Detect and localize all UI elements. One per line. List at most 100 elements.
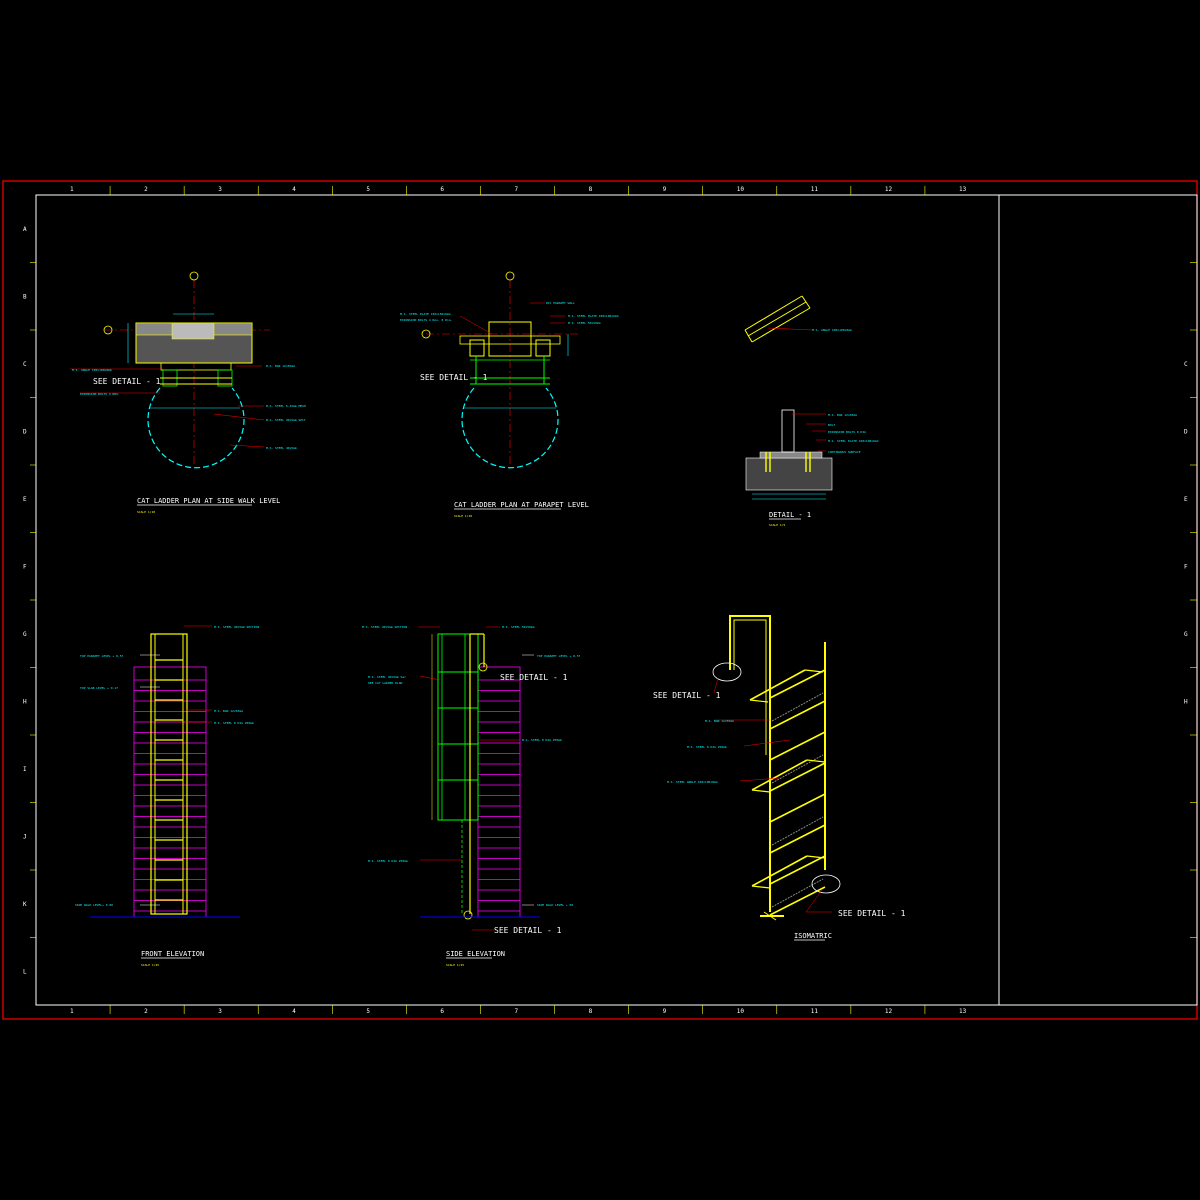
svg-text:M.S. STEEL 50x50mm: M.S. STEEL 50x50mm bbox=[568, 321, 601, 325]
svg-text:EXPANSION BOLTS 4 Nos. 8 Dia.: EXPANSION BOLTS 4 Nos. 8 Dia. bbox=[400, 318, 453, 322]
svg-text:M.S. ANGLE 100x100x8mm: M.S. ANGLE 100x100x8mm bbox=[812, 328, 852, 332]
grid-col-label: 10 bbox=[737, 1008, 745, 1015]
plan-parapet-view: M.S. STEEL PLATE 150x150x6mm EXPANSION B… bbox=[400, 271, 619, 518]
side-elevation-view: M.S. STEEL 40x5mm SECTION M.S. STEEL 50x… bbox=[362, 625, 581, 967]
svg-text:M.S. STEEL 50x50mm: M.S. STEEL 50x50mm bbox=[502, 625, 535, 629]
svg-text:M.S. STEEL ANGLE 100x100x8mm: M.S. STEEL ANGLE 100x100x8mm bbox=[667, 780, 718, 784]
grid-col-label: 2 bbox=[144, 1008, 148, 1015]
svg-text:M.S. BAR 12x50mm: M.S. BAR 12x50mm bbox=[266, 364, 295, 368]
grid-col-label: 5 bbox=[366, 1008, 370, 1015]
front-scale: SCALE 1/25 bbox=[141, 963, 159, 967]
front-top-slab-label: TOP SLAB LEVEL + 0.17 bbox=[80, 686, 118, 690]
grid-row-label: E bbox=[1184, 496, 1188, 503]
isometric-view: M.S. BAR 12x50mm M.S. STEEL 8 DIA 250mm … bbox=[653, 615, 906, 941]
svg-text:M.S. BAR 12x50mm: M.S. BAR 12x50mm bbox=[705, 719, 734, 723]
svg-text:M.S. STEEL 40x5mm SECTION: M.S. STEEL 40x5mm SECTION bbox=[362, 625, 407, 629]
grid-col-label: 3 bbox=[218, 186, 222, 193]
grid-row-label: H bbox=[23, 698, 27, 705]
grid-col-label: 13 bbox=[959, 186, 967, 193]
grid-col-label: 3 bbox=[218, 1008, 222, 1015]
grid-row-label: F bbox=[1184, 563, 1188, 570]
grid-col-label: 5 bbox=[366, 186, 370, 193]
grid-col-label: 1 bbox=[70, 186, 74, 193]
svg-text:M.S. STEEL 8 DIA 250mm: M.S. STEEL 8 DIA 250mm bbox=[214, 721, 254, 725]
svg-text:M.S. STEEL 40x5mm SECTION: M.S. STEEL 40x5mm SECTION bbox=[214, 625, 259, 629]
detail-1-scale: SCALE 1/5 bbox=[769, 523, 785, 527]
side-title: SIDE ELEVATION bbox=[446, 950, 505, 958]
grid-col-label: 9 bbox=[663, 1008, 667, 1015]
grid-row-label: A bbox=[23, 226, 27, 233]
grid-row-label: E bbox=[23, 496, 27, 503]
grid-col-label: 4 bbox=[292, 1008, 296, 1015]
svg-text:M.S. STEEL 8 DIA 250mm: M.S. STEEL 8 DIA 250mm bbox=[522, 738, 562, 742]
grid-col-label: 13 bbox=[959, 1008, 967, 1015]
grid-col-label: 8 bbox=[589, 1008, 593, 1015]
svg-text:M.S. STEEL PLATE 150x150x6mm: M.S. STEEL PLATE 150x150x6mm bbox=[400, 312, 451, 316]
grid-row-label: H bbox=[1184, 698, 1188, 705]
detail-1-view: M.S. BAR 12x50mm BOLT EXPANSION BOLTS 8 … bbox=[745, 409, 879, 527]
grid-col-label: 9 bbox=[663, 186, 667, 193]
grid-col-label: 6 bbox=[440, 186, 444, 193]
plan-parapet-title: CAT LADDER PLAN AT PARAPET LEVEL bbox=[454, 501, 589, 509]
grid-col-label: 1 bbox=[70, 1008, 74, 1015]
svg-text:M.S. STEEL 40x5mm: M.S. STEEL 40x5mm bbox=[266, 446, 297, 450]
grid-row-label: L bbox=[23, 968, 27, 975]
iso-see-detail-upper: SEE DETAIL - 1 bbox=[653, 691, 721, 700]
grid-col-label: 2 bbox=[144, 186, 148, 193]
svg-text:M.S. BAR 12x50mm: M.S. BAR 12x50mm bbox=[214, 709, 243, 713]
svg-text:M.S. STEEL 8 DIA 250mm: M.S. STEEL 8 DIA 250mm bbox=[368, 859, 408, 863]
svg-text:M.S. STEEL 40x5mm Sec: M.S. STEEL 40x5mm Sec bbox=[368, 675, 406, 679]
grid-col-label: 11 bbox=[811, 186, 819, 193]
iso-see-detail-lower: SEE DETAIL - 1 bbox=[838, 909, 906, 918]
side-see-detail-lower: SEE DETAIL - 1 bbox=[494, 926, 562, 935]
side-walk-label: SIDE WALK LEVEL + 00 bbox=[537, 903, 573, 907]
grid-col-label: 12 bbox=[885, 186, 893, 193]
grid-col-label: 12 bbox=[885, 1008, 893, 1015]
grid-col-label: 11 bbox=[811, 1008, 819, 1015]
grid-row-label: F bbox=[23, 563, 27, 570]
grid-row-label: J bbox=[23, 833, 27, 840]
front-title: FRONT ELEVATION bbox=[141, 950, 204, 958]
front-elevation-view: M.S. STEEL 40x5mm SECTION M.S. BAR 12x50… bbox=[75, 625, 259, 967]
grid-col-label: 10 bbox=[737, 186, 745, 193]
plan-walk-title: CAT LADDER PLAN AT SIDE WALK LEVEL bbox=[137, 497, 280, 505]
angle-sketch: M.S. ANGLE 100x100x8mm bbox=[744, 295, 852, 343]
grid-col-label: 8 bbox=[589, 186, 593, 193]
svg-text:M.S. STEEL 8 DIA 250mm: M.S. STEEL 8 DIA 250mm bbox=[687, 745, 727, 749]
grid-col-label: 6 bbox=[440, 1008, 444, 1015]
grid-row-label: G bbox=[23, 631, 27, 638]
grid-row-label: I bbox=[23, 766, 27, 773]
svg-text:M.S. STEEL 6.32mm MESH: M.S. STEEL 6.32mm MESH bbox=[266, 404, 306, 408]
svg-text:BOLT: BOLT bbox=[828, 423, 835, 427]
svg-text:CONTINUOUS SURFACE: CONTINUOUS SURFACE bbox=[828, 450, 861, 454]
front-side-walk-label: SIDE WALK LEVEL+ 0.00 bbox=[75, 903, 113, 907]
side-top-parapet-label: TOP PARAPET LEVEL + 0.57 bbox=[537, 654, 581, 658]
grid-row-label: K bbox=[23, 901, 27, 908]
svg-text:M.S. ANGLE 100x100x8mm: M.S. ANGLE 100x100x8mm bbox=[72, 368, 112, 372]
iso-title: ISOMATRIC bbox=[794, 932, 832, 940]
svg-text:EXPANSION BOLTS 4 NOS.: EXPANSION BOLTS 4 NOS. bbox=[80, 392, 120, 396]
svg-text:EXPANSION BOLTS 8 DIA: EXPANSION BOLTS 8 DIA bbox=[828, 430, 866, 434]
svg-text:M.S. BAR 12x50mm: M.S. BAR 12x50mm bbox=[828, 413, 857, 417]
grid-row-label: D bbox=[23, 428, 27, 435]
svg-text:M.S. STEEL 40x5mm SECT: M.S. STEEL 40x5mm SECT bbox=[266, 418, 306, 422]
plan-parapet-scale: SCALE 1/10 bbox=[454, 514, 472, 518]
plan-walk-scale: SCALE 1/10 bbox=[137, 510, 155, 514]
sheet-border bbox=[2, 180, 1198, 1020]
grid-row-label: B bbox=[23, 293, 27, 300]
detail-1-title: DETAIL - 1 bbox=[769, 511, 811, 519]
side-scale: SCALE 1/25 bbox=[446, 963, 464, 967]
svg-text:RCC PARAPET WALL: RCC PARAPET WALL bbox=[546, 301, 575, 305]
grid-row-label: D bbox=[1184, 428, 1188, 435]
grid-col-label: 7 bbox=[515, 1008, 519, 1015]
grid-row-label: C bbox=[1184, 361, 1188, 368]
front-top-parapet-label: TOP PARAPET LEVEL + 0.57 bbox=[80, 654, 124, 658]
svg-text:SEE CAT LADDER PLAN: SEE CAT LADDER PLAN bbox=[368, 681, 403, 685]
grid-row-label: C bbox=[23, 361, 27, 368]
plan-side-walk-view: M.S. ANGLE 100x100x8mm EXPANSION BOLTS 4… bbox=[70, 271, 306, 514]
svg-text:M.S. STEEL PLATE 100x100x6mm: M.S. STEEL PLATE 100x100x6mm bbox=[828, 439, 879, 443]
plan-parapet-see-detail: SEE DETAIL - 1 bbox=[420, 373, 488, 382]
plan-walk-see-detail: SEE DETAIL - 1 bbox=[93, 377, 161, 386]
